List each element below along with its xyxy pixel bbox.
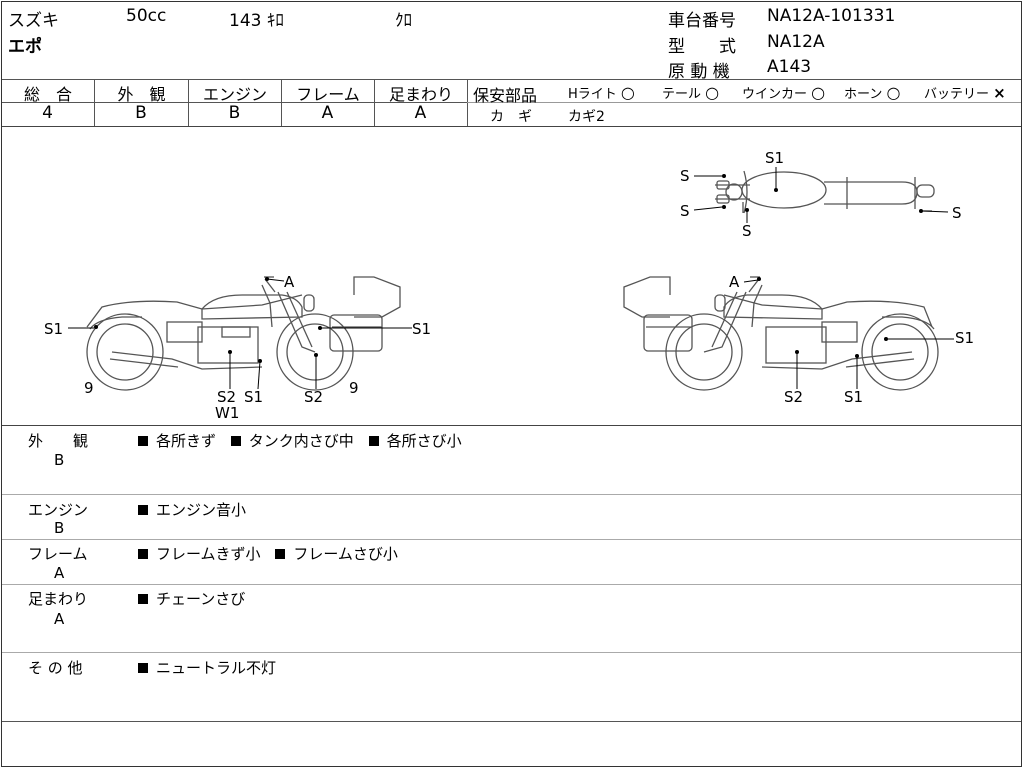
- mark-left-w1: W1: [215, 404, 239, 422]
- model-name: エポ: [8, 37, 42, 57]
- grade-value-frame: A: [321, 103, 335, 123]
- finding-item: 各所さび小: [368, 430, 462, 451]
- divider: [2, 79, 1021, 80]
- divider: [467, 102, 1021, 103]
- mark-left-s1-engine: S1: [244, 388, 263, 406]
- mark-left-9-front: 9: [349, 379, 359, 397]
- grade-label-suspension: 足まわり: [388, 85, 453, 104]
- divider: [2, 494, 1021, 495]
- divider: [2, 425, 1021, 426]
- mark-left-s1-front: S1: [412, 320, 431, 338]
- mark-right-a: A: [729, 273, 740, 291]
- bullet-square-icon: [138, 549, 148, 559]
- engine-value: A143: [767, 57, 812, 77]
- grade-value-overall: 4: [42, 103, 54, 123]
- bullet-square-icon: [138, 594, 148, 604]
- grade-label-engine: エンジン: [202, 85, 267, 104]
- section-items-frame: フレームきず小 フレームさび小: [138, 543, 408, 564]
- finding-item: チェーンさび: [138, 588, 245, 609]
- engine-label: 原 動 機: [668, 62, 730, 82]
- frame-no-value: NA12A-101331: [767, 6, 896, 26]
- safety-item-tail: テール ○: [662, 83, 720, 102]
- section-title-exterior: 外 観: [28, 432, 89, 450]
- finding-item: ニュートラル不灯: [138, 657, 276, 678]
- grade-value-suspension: A: [414, 103, 428, 123]
- section-grade-engine: B: [54, 519, 65, 537]
- bullet-square-icon: [138, 663, 148, 673]
- damage-diagram: S1 S S S S: [44, 149, 974, 422]
- section-items-other: ニュートラル不灯: [138, 657, 286, 678]
- moto-right-view: [623, 276, 939, 391]
- section-items-engine: エンジン音小: [138, 499, 256, 520]
- finding-item: フレームさび小: [275, 543, 398, 564]
- mark-left-s2-fork: S2: [304, 388, 323, 406]
- section-items-suspension: チェーンさび: [138, 588, 255, 609]
- displacement: 50cc: [126, 6, 167, 26]
- mark-left-9-rear: 9: [84, 379, 94, 397]
- divider: [2, 126, 1021, 127]
- color: ｸﾛ: [395, 11, 412, 31]
- section-grade-exterior: B: [54, 451, 65, 469]
- divider: [2, 102, 467, 103]
- mark-top-s1: S1: [765, 149, 784, 167]
- mark-top-s-right: S: [952, 204, 962, 222]
- grade-label-exterior: 外 観: [117, 85, 166, 104]
- safety-label: 保安部品: [473, 86, 538, 105]
- mark-right-s2-engine: S2: [784, 388, 803, 406]
- mark-top-s-center: S: [742, 222, 752, 240]
- divider: [2, 652, 1021, 653]
- key-label: カ ギ: [490, 109, 532, 125]
- type-label: 型 式: [668, 37, 736, 57]
- safety-item-battery: バッテリー ×: [924, 84, 1006, 102]
- mark-top-s-lower: S: [680, 202, 690, 220]
- bullet-square-icon: [230, 436, 241, 446]
- safety-item-winker: ウインカー ○: [742, 83, 826, 102]
- bullet-square-icon: [138, 505, 148, 515]
- grade-value-engine: B: [228, 103, 242, 123]
- divider: [2, 721, 1021, 722]
- mark-left-s2-engine: S2: [217, 388, 236, 406]
- frame-no-label: 車台番号: [668, 11, 736, 31]
- bullet-square-icon: [368, 436, 379, 446]
- divider: [2, 584, 1021, 585]
- finding-item: タンク内さび中: [230, 430, 354, 451]
- grade-label-frame: フレーム: [296, 85, 360, 104]
- finding-item: フレームきず小: [138, 543, 261, 564]
- bullet-square-icon: [138, 436, 148, 446]
- section-title-engine: エンジン: [28, 501, 89, 519]
- safety-item-headlight: Hライト ○: [568, 83, 635, 102]
- mark-right-s1-engine: S1: [844, 388, 863, 406]
- section-title-frame: フレーム: [28, 545, 88, 563]
- type-value: NA12A: [767, 32, 825, 52]
- moto-left-view: [86, 276, 401, 391]
- finding-item: 各所きず: [138, 430, 216, 451]
- mark-left-s1-rear: S1: [44, 320, 63, 338]
- section-grade-frame: A: [54, 564, 65, 582]
- mark-right-s1-rear: S1: [955, 329, 974, 347]
- finding-item: エンジン音小: [138, 499, 246, 520]
- section-title-other: そ の 他: [28, 659, 83, 677]
- section-items-exterior: 各所きず タンク内さび中 各所さび小: [138, 430, 472, 451]
- grade-label-overall: 総 合: [23, 85, 72, 104]
- key-value: カギ2: [568, 109, 605, 125]
- mileage: 143 ｷﾛ: [229, 11, 284, 31]
- maker: スズキ: [8, 11, 59, 31]
- grade-value-exterior: B: [135, 103, 148, 123]
- moto-top-view: [715, 170, 935, 214]
- mark-top-s-upper: S: [680, 167, 690, 185]
- safety-item-horn: ホーン ○: [844, 83, 901, 102]
- mark-left-a: A: [284, 273, 295, 291]
- bullet-square-icon: [275, 549, 286, 559]
- divider: [2, 539, 1021, 540]
- section-title-suspension: 足まわり: [28, 590, 89, 608]
- section-grade-suspension: A: [54, 610, 65, 628]
